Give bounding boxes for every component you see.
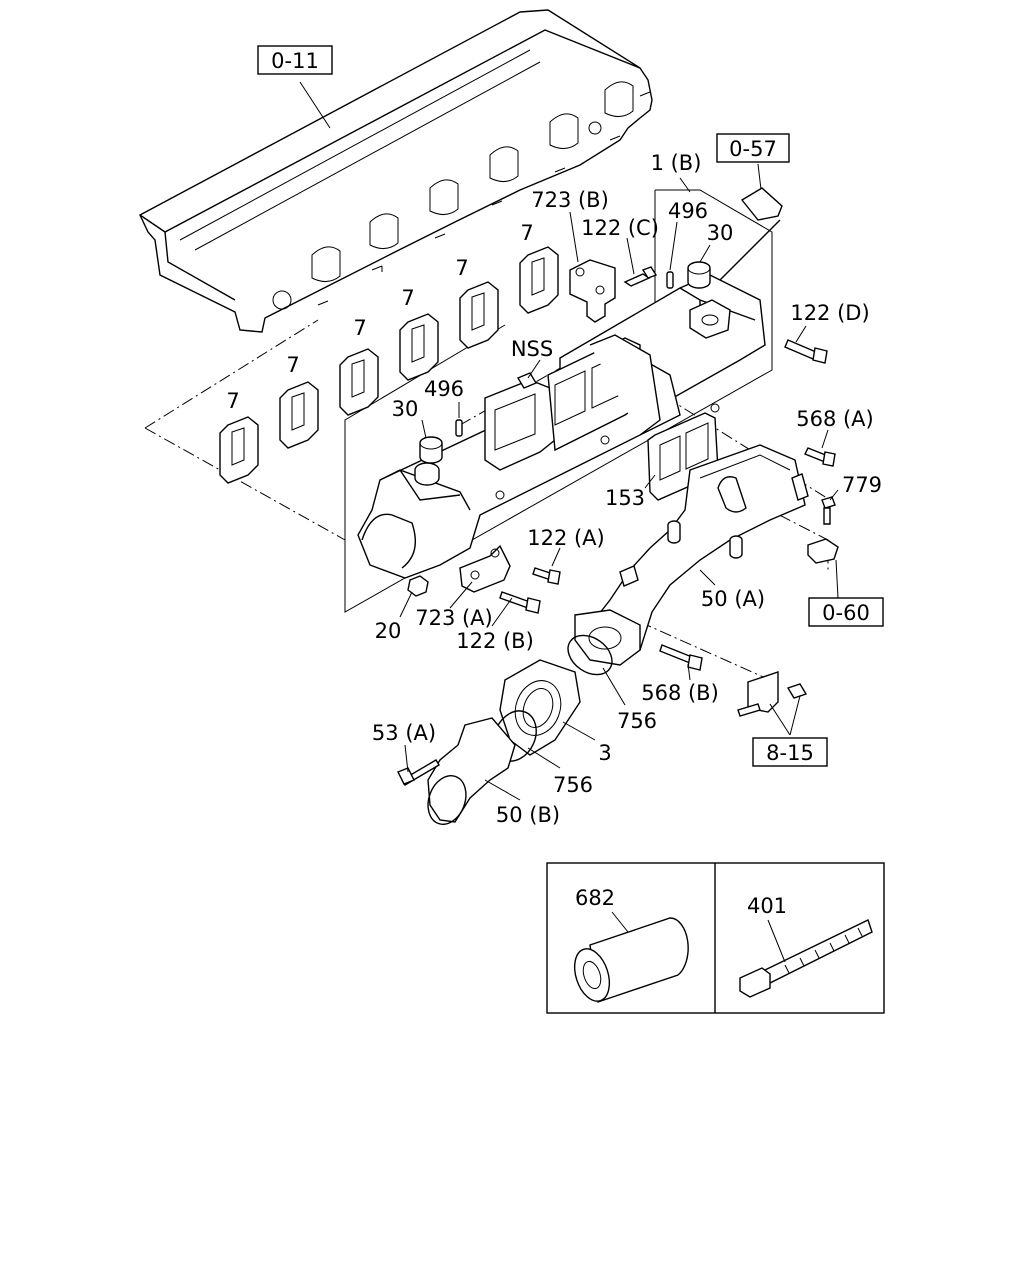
label-401: 401 — [747, 894, 787, 918]
label-723a: 723 (A) — [415, 606, 493, 630]
label-122b: 122 (B) — [456, 629, 534, 653]
label-50a: 50 (A) — [701, 587, 765, 611]
gasket-row — [219, 246, 559, 484]
ref-label-8-15: 8-15 — [766, 741, 814, 765]
bracket-723a — [459, 544, 511, 593]
label-122d: 122 (D) — [790, 301, 869, 325]
label-50b: 50 (B) — [496, 803, 560, 827]
label-nss: NSS — [511, 337, 553, 361]
ref-box-0-60 — [808, 597, 884, 627]
label-7-d: 7 — [401, 286, 414, 310]
label-3: 3 — [598, 741, 611, 765]
label-122a: 122 (A) — [527, 526, 605, 550]
label-53a: 53 (A) — [372, 721, 436, 745]
bolt-122b — [499, 591, 541, 614]
cylinder-head — [139, 9, 653, 333]
ref-label-0-11: 0-11 — [271, 49, 319, 73]
label-30-left: 30 — [392, 397, 419, 421]
nss-flange-section — [484, 334, 661, 471]
outlet-50b — [427, 717, 516, 825]
gasket-align-line-bottom — [144, 427, 346, 541]
adapter-3 — [499, 659, 581, 756]
pipe-50a — [574, 444, 809, 666]
bolt-122d — [784, 339, 828, 364]
label-779: 779 — [842, 473, 882, 497]
pin-496-top — [666, 271, 674, 289]
label-20: 20 — [375, 619, 402, 643]
leader-lines — [399, 177, 839, 801]
bolt-53a — [397, 759, 440, 786]
bolt-568b — [659, 644, 703, 671]
ref-box-0-11 — [257, 45, 333, 75]
cable-tie-401 — [739, 919, 873, 998]
label-7-c: 7 — [353, 316, 366, 340]
align-line-bracket — [639, 621, 771, 681]
assembly-outline-1b — [344, 189, 773, 613]
label-756-b: 756 — [553, 773, 593, 797]
label-153: 153 — [605, 486, 645, 510]
bolt-779 — [821, 496, 836, 525]
gasket-align-line-top — [144, 319, 319, 429]
label-756-a: 756 — [617, 709, 657, 733]
label-568b: 568 (B) — [641, 681, 719, 705]
o-ring-756-a — [567, 634, 613, 676]
ref-label-0-57: 0-57 — [729, 137, 777, 161]
label-1b: 1 (B) — [651, 151, 702, 175]
label-568a: 568 (A) — [796, 407, 874, 431]
label-30-top: 30 — [707, 221, 734, 245]
sleeve-682 — [573, 911, 689, 1003]
label-496-top: 496 — [668, 199, 708, 223]
ref-box-8-15 — [752, 737, 828, 767]
bolt-568a — [804, 447, 836, 467]
label-496-left: 496 — [424, 377, 464, 401]
plug-30-top — [687, 261, 711, 289]
label-7-a: 7 — [226, 389, 239, 413]
plug-30-left — [419, 436, 443, 464]
label-122c: 122 (C) — [581, 216, 659, 240]
bracket-8-15-part — [737, 671, 808, 717]
label-7-e: 7 — [455, 256, 468, 280]
leader-0-11 — [299, 81, 331, 129]
ref-label-0-60: 0-60 — [822, 601, 870, 625]
block-0-60-part — [807, 538, 839, 564]
label-7-b: 7 — [286, 353, 299, 377]
label-7-f: 7 — [520, 221, 533, 245]
pin-496-left — [455, 419, 463, 437]
label-723b: 723 (B) — [531, 188, 609, 212]
bracket-723b — [569, 259, 616, 323]
bolt-122c — [623, 266, 658, 287]
label-682: 682 — [575, 886, 615, 910]
nut-20 — [407, 575, 429, 597]
bolt-122a — [532, 567, 561, 585]
heat-shield-part — [740, 187, 783, 221]
ref-box-0-57 — [716, 133, 790, 163]
